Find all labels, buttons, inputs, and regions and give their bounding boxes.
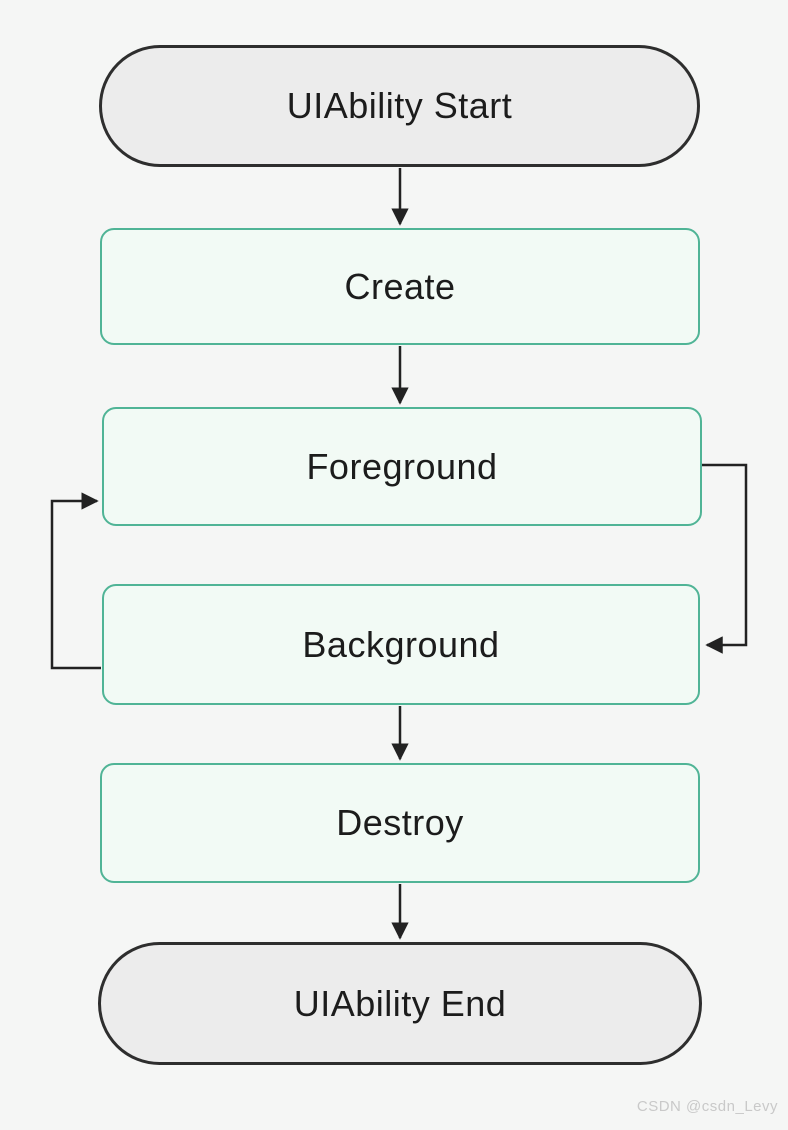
csdn-watermark: CSDN @csdn_Levy [636,1098,778,1115]
node-create: Create [100,228,700,345]
edge-foreground-to-background-right-loop [701,463,748,654]
node-foreground-label: Foreground [306,445,498,487]
node-uiability-end-label: UIAbility End [293,982,507,1024]
edge-background-to-foreground-left-loop [50,492,101,670]
node-foreground: Foreground [102,407,702,526]
node-uiability-start: UIAbility Start [99,45,700,167]
node-uiability-start-label: UIAbility Start [286,85,513,126]
node-uiability-end: UIAbility End [98,942,702,1065]
node-background: Background [102,584,700,705]
node-create-label: Create [344,265,456,307]
node-background-label: Background [302,623,500,665]
node-destroy: Destroy [100,763,700,883]
node-destroy-label: Destroy [336,802,464,843]
